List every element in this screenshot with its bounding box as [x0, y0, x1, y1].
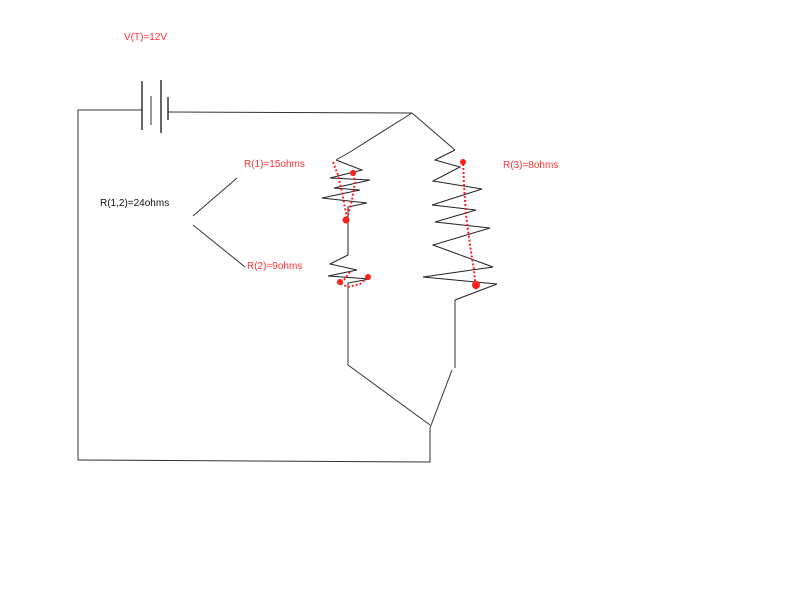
r2-label: R(2)=9ohms: [247, 261, 303, 272]
red-scribble-marks: [332, 159, 477, 291]
resistor-r1: [321, 159, 371, 255]
red-scribble-dots: [337, 159, 480, 289]
resistor-r3: [422, 149, 498, 301]
resistor-r2: [327, 254, 371, 285]
branch-bracket: [192, 177, 246, 268]
voltage-label: V(T)=12V: [124, 32, 168, 43]
r12-label: R(1,2)=24ohms: [100, 198, 170, 209]
wires: [77, 109, 456, 463]
r1-label: R(1)=15ohms: [244, 159, 305, 170]
r3-label: R(3)=8ohms: [503, 160, 559, 171]
battery-symbol: [141, 80, 169, 133]
